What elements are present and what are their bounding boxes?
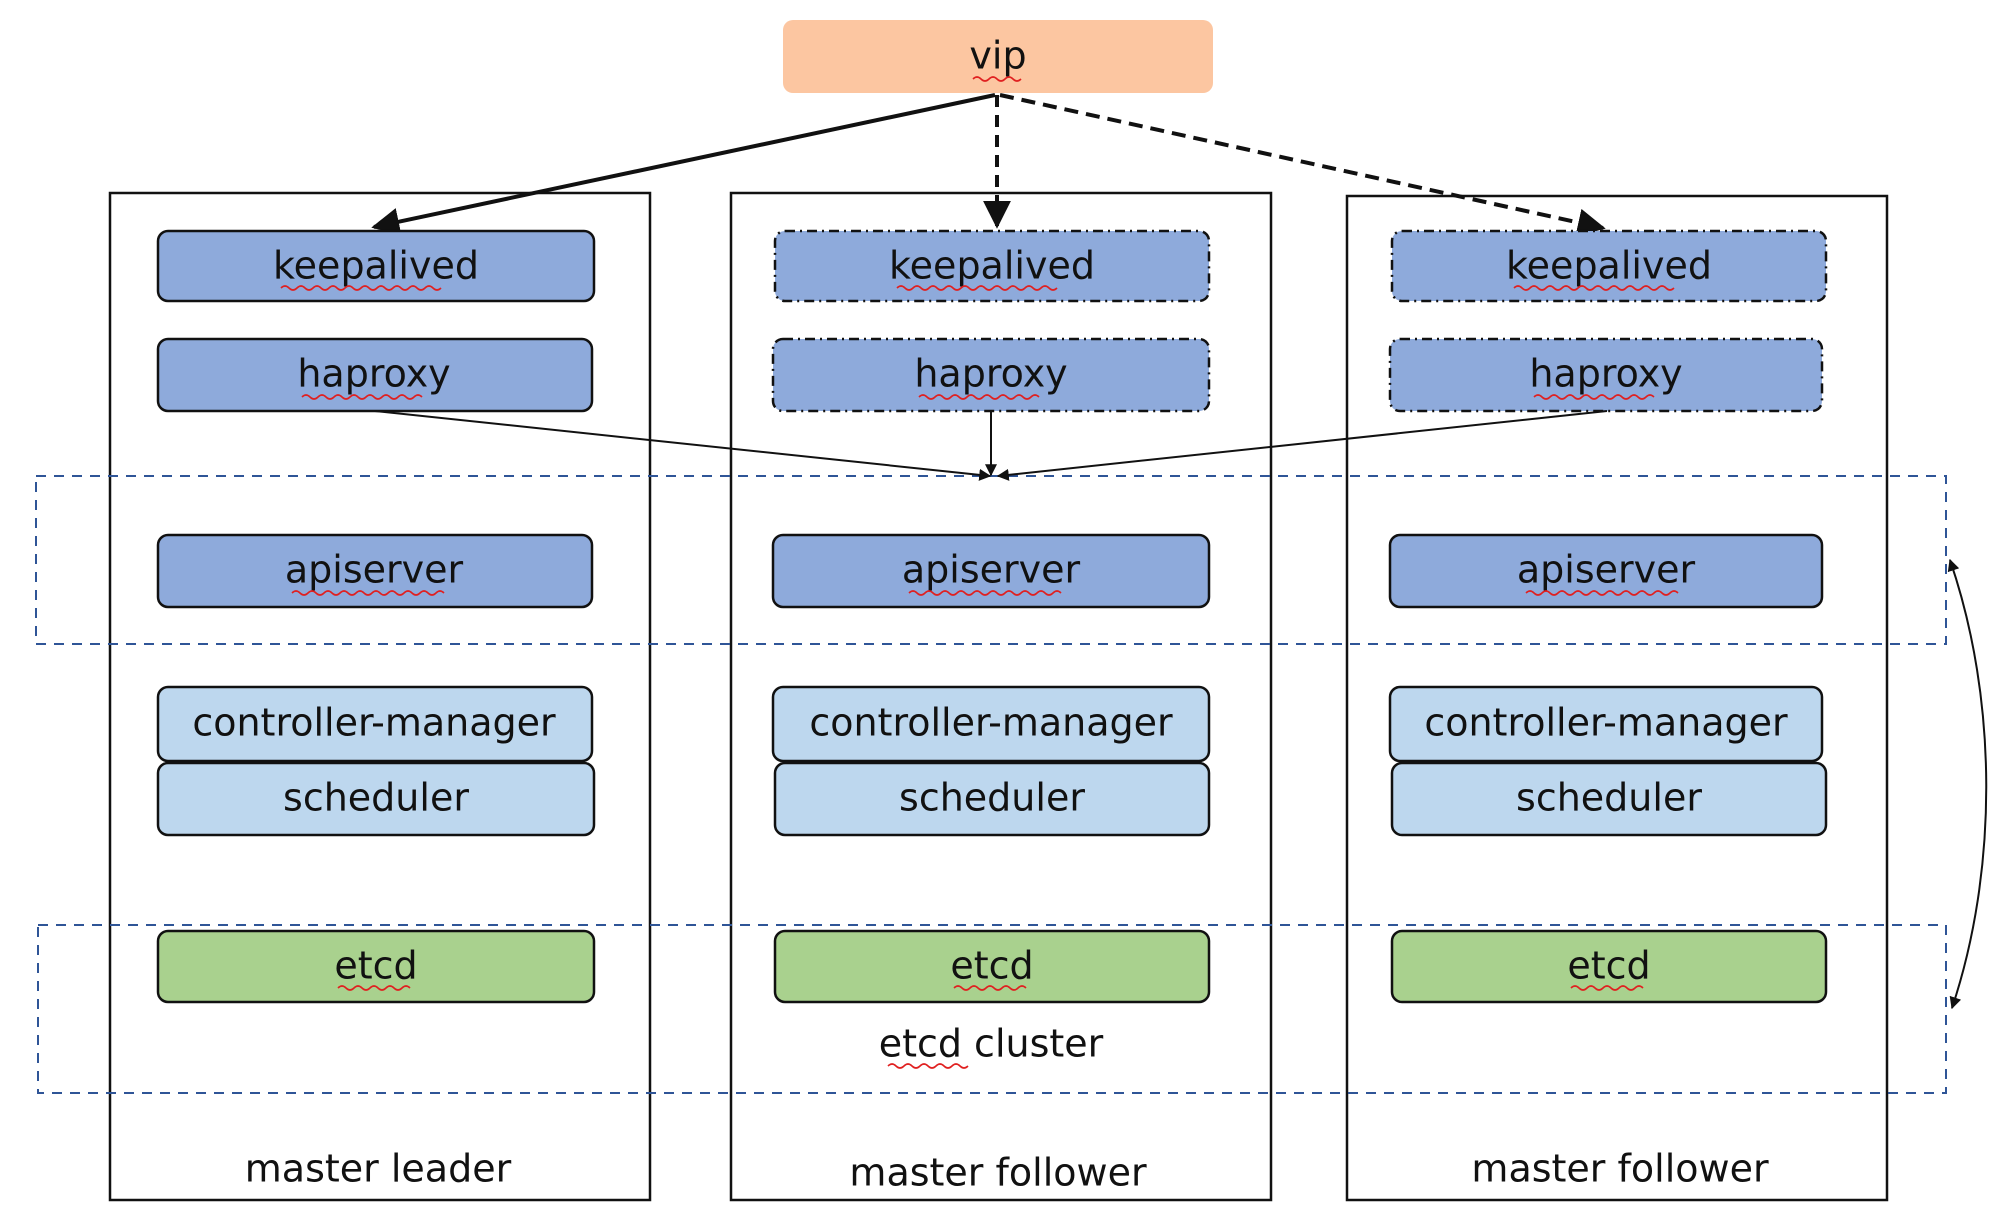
- node-master-follower-1: keepalived haproxy apiserver controller-…: [771, 229, 1211, 1195]
- vip-label: vip: [969, 34, 1026, 78]
- controller-manager-box: [1388, 685, 1824, 763]
- haproxy-label: haproxy: [914, 352, 1067, 396]
- haproxy-box: [1388, 337, 1824, 413]
- haproxy-label: haproxy: [1529, 352, 1682, 396]
- etcd-cluster-group-box: [37, 924, 1947, 1094]
- node-box-follower-1: [729, 191, 1273, 1202]
- scheduler-label: scheduler: [1516, 776, 1702, 820]
- spellcheck-underline: [1513, 285, 1675, 291]
- vip-box: [783, 20, 1213, 93]
- apiserver-label: apiserver: [285, 548, 464, 592]
- keepalived-box: [1390, 229, 1828, 303]
- etcd-box: [1390, 929, 1828, 1004]
- spellcheck-underline: [1525, 590, 1679, 596]
- etcd-box: [773, 929, 1211, 1004]
- keepalived-label: keepalived: [1506, 244, 1712, 288]
- controller-manager-label: controller-manager: [809, 701, 1173, 745]
- node-box-follower-2: [1345, 194, 1889, 1202]
- vip-to-follower-2-arrow: [999, 93, 1606, 237]
- apiserver-etcd-connection-arrow: [1947, 558, 1988, 1010]
- spellcheck-underline: [887, 1063, 969, 1069]
- spellcheck-underline: [953, 985, 1027, 991]
- haproxy-label: haproxy: [297, 352, 450, 396]
- node-box-leader: [108, 191, 652, 1202]
- spellcheck-underline: [896, 285, 1058, 291]
- spellcheck-underline: [337, 985, 411, 991]
- spellcheck-underline: [1533, 394, 1655, 400]
- etcd-label: etcd: [1567, 944, 1650, 988]
- node-master-follower-2: keepalived haproxy apiserver controller-…: [1388, 229, 1828, 1191]
- etcd-cluster-label: etcd cluster: [879, 1022, 1104, 1066]
- scheduler-box: [1390, 761, 1828, 837]
- scheduler-label: scheduler: [283, 776, 469, 820]
- spellcheck-underline: [918, 394, 1040, 400]
- scheduler-box: [773, 761, 1211, 837]
- apiserver-box: [156, 533, 594, 609]
- apiserver-label: apiserver: [902, 548, 1081, 592]
- controller-manager-label: controller-manager: [192, 701, 556, 745]
- haproxy-follower-2-to-api-arrow: [996, 410, 1608, 481]
- scheduler-box: [156, 761, 596, 837]
- haproxy-leader-to-api-arrow: [374, 410, 992, 481]
- node-caption: master follower: [849, 1151, 1147, 1195]
- keepalived-label: keepalived: [273, 244, 479, 288]
- etcd-box: [156, 929, 596, 1004]
- spellcheck-underline: [291, 590, 445, 596]
- vip-to-leader-arrow: [371, 93, 996, 236]
- node-caption: master leader: [245, 1147, 512, 1191]
- keepalived-box: [773, 229, 1211, 303]
- apiserver-label: apiserver: [1517, 548, 1696, 592]
- apiserver-box: [1388, 533, 1824, 609]
- controller-manager-box: [771, 685, 1211, 763]
- spellcheck-underline: [301, 394, 423, 400]
- scheduler-label: scheduler: [899, 776, 1085, 820]
- spellcheck-underline: [1570, 985, 1644, 991]
- keepalived-box: [156, 229, 596, 303]
- apiserver-box: [771, 533, 1211, 609]
- spellcheck-underline: [280, 285, 442, 291]
- node-caption: master follower: [1471, 1147, 1769, 1191]
- controller-manager-label: controller-manager: [1424, 701, 1788, 745]
- spellcheck-underline: [908, 590, 1062, 596]
- spellcheck-underline: [972, 76, 1022, 82]
- node-master-leader: keepalived haproxy apiserver controller-…: [156, 229, 596, 1191]
- keepalived-label: keepalived: [889, 244, 1095, 288]
- controller-manager-box: [156, 685, 594, 763]
- etcd-label: etcd: [334, 944, 417, 988]
- etcd-label: etcd: [950, 944, 1033, 988]
